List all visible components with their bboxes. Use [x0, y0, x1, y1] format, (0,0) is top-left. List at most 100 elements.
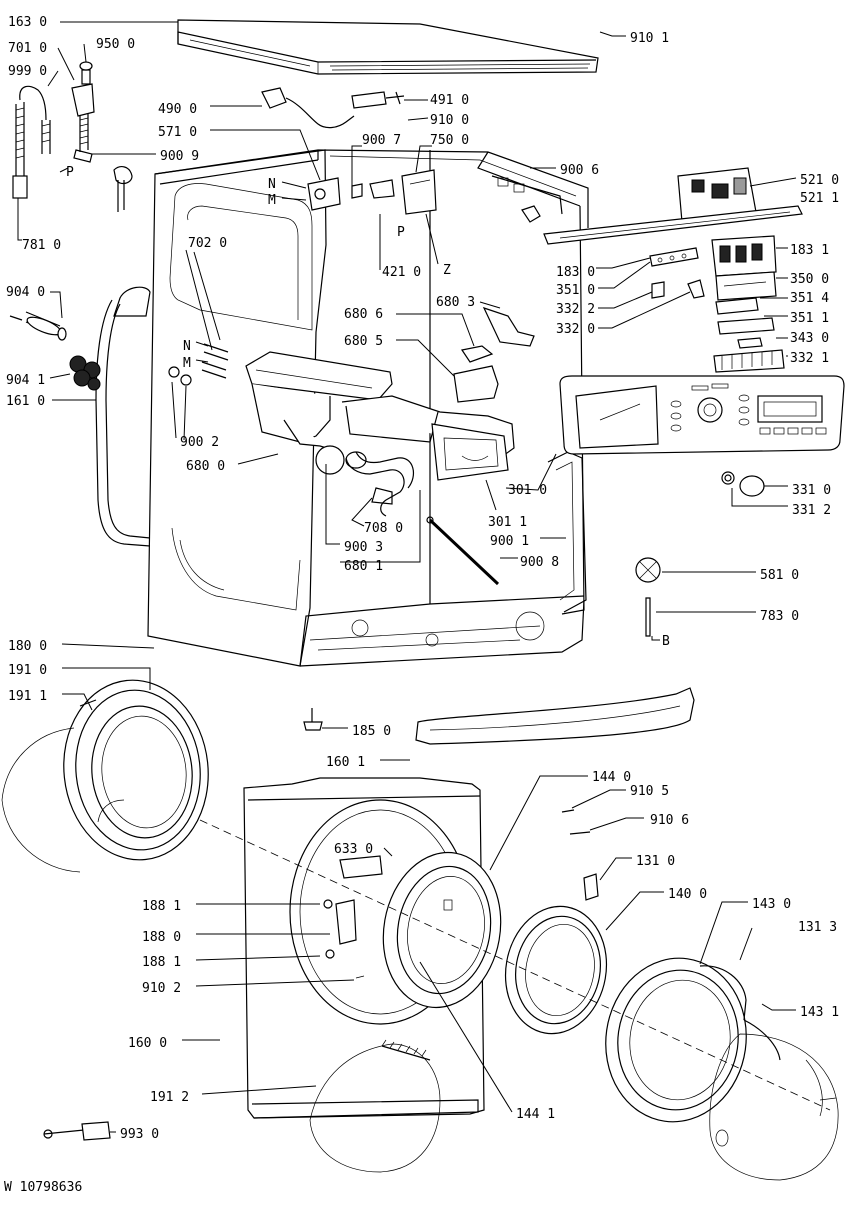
- part-label: 421 0: [382, 265, 421, 280]
- part-label: 708 0: [364, 521, 403, 536]
- part-label: 185 0: [352, 724, 391, 739]
- part-number-labels: 163 0 910 1 701 0 950 0 999 0 490 0 491 0 910 0…: [6, 15, 839, 1142]
- part-label: 900 9: [160, 149, 199, 164]
- leader-lines: [17, 21, 797, 1133]
- part-label: 900 1: [490, 534, 529, 549]
- part-label: 140 0: [668, 887, 707, 902]
- part-label: 910 5: [630, 784, 669, 799]
- detergent-dispenser-drawing: [245, 306, 535, 481]
- part-label: 910 6: [650, 813, 689, 828]
- part-label: 188 1: [142, 955, 181, 970]
- pressure-switch-drawing: [635, 557, 661, 637]
- part-label: 180 0: [8, 639, 47, 654]
- part-label: 490 0: [158, 102, 197, 117]
- drawing-code: W 10798636: [4, 1180, 82, 1195]
- part-label: 680 5: [344, 334, 383, 349]
- part-label: B: [662, 634, 670, 649]
- part-label: 351 1: [790, 311, 829, 326]
- hoses-drawing: [345, 451, 500, 586]
- part-label: 910 2: [142, 981, 181, 996]
- part-label: 581 0: [760, 568, 799, 583]
- part-label: 680 0: [186, 459, 225, 474]
- door-gasket-drawing: [1, 679, 209, 873]
- part-label: 191 0: [8, 663, 47, 678]
- part-label: 521 1: [800, 191, 839, 206]
- part-label: 702 0: [188, 236, 227, 251]
- part-label: 144 1: [516, 1107, 555, 1122]
- part-label: 143 1: [800, 1005, 839, 1020]
- part-label: 900 2: [180, 435, 219, 450]
- part-label: 491 0: [430, 93, 469, 108]
- part-label: 301 0: [508, 483, 547, 498]
- outer-door-drawing: [605, 957, 839, 1181]
- part-label: 633 0: [334, 842, 373, 857]
- part-label: 521 0: [800, 173, 839, 188]
- part-label: 910 0: [430, 113, 469, 128]
- part-label: 904 1: [6, 373, 45, 388]
- inner-door-glass-drawing: [504, 809, 608, 1035]
- electronics-drawing: [261, 87, 803, 373]
- door-axis-line: [199, 819, 831, 1111]
- part-label: 131 0: [636, 854, 675, 869]
- part-label: 343 0: [790, 331, 829, 346]
- part-label: 350 0: [790, 272, 829, 287]
- part-label: 160 1: [326, 755, 365, 770]
- part-label: 351 4: [790, 291, 829, 306]
- part-label: 783 0: [760, 609, 799, 624]
- part-label: 900 7: [362, 133, 401, 148]
- part-label: 993 0: [120, 1127, 159, 1142]
- part-label: 332 0: [556, 322, 595, 337]
- part-label: 183 0: [556, 265, 595, 280]
- part-label: 680 3: [436, 295, 475, 310]
- cabinet-body-drawing: [147, 149, 589, 667]
- part-label: 332 2: [556, 302, 595, 317]
- part-label: 188 0: [142, 930, 181, 945]
- lock-and-clamps-drawing: [9, 311, 229, 391]
- service-tool-drawing: [43, 1121, 111, 1141]
- part-label: 131 3: [798, 920, 837, 935]
- part-label: 900 8: [520, 555, 559, 570]
- part-label: 161 0: [6, 394, 45, 409]
- part-label: 680 6: [344, 307, 383, 322]
- water-valve-and-hose-drawing: [12, 61, 133, 212]
- part-label: M: [268, 193, 276, 208]
- part-label: Z: [443, 263, 451, 278]
- part-label: 183 1: [790, 243, 829, 258]
- part-label: 160 0: [128, 1036, 167, 1051]
- part-label: 701 0: [8, 41, 47, 56]
- part-label: 163 0: [8, 15, 47, 30]
- part-label: 191 2: [150, 1090, 189, 1105]
- part-label: 351 0: [556, 283, 595, 298]
- part-label: 904 0: [6, 285, 45, 300]
- part-label: N: [183, 339, 191, 354]
- part-label: 680 1: [344, 559, 383, 574]
- part-label: M: [183, 356, 191, 371]
- part-label: 191 1: [8, 689, 47, 704]
- control-panel-drawing: [559, 375, 845, 455]
- part-label: 188 1: [142, 899, 181, 914]
- part-label: 999 0: [8, 64, 47, 79]
- part-label: 900 3: [344, 540, 383, 555]
- part-label: 750 0: [430, 133, 469, 148]
- part-label: 331 2: [792, 503, 831, 518]
- top-lid-drawing: [177, 19, 599, 75]
- part-label: P: [66, 165, 74, 180]
- part-label: 301 1: [488, 515, 527, 530]
- part-label: 331 0: [792, 483, 831, 498]
- part-label: 571 0: [158, 125, 197, 140]
- part-label: 950 0: [96, 37, 135, 52]
- knob-drawing: [721, 471, 765, 497]
- part-label: 910 1: [630, 31, 669, 46]
- front-panel-drawing: [243, 777, 502, 1173]
- part-label: P: [397, 225, 405, 240]
- part-label: 332 1: [790, 351, 829, 366]
- part-label: 144 0: [592, 770, 631, 785]
- part-label: 143 0: [752, 897, 791, 912]
- kick-plate-drawing: [303, 687, 695, 745]
- part-label: 900 6: [560, 163, 599, 178]
- part-label: N: [268, 177, 276, 192]
- part-label: 781 0: [22, 238, 61, 253]
- bellows-ring-drawing: [95, 286, 151, 547]
